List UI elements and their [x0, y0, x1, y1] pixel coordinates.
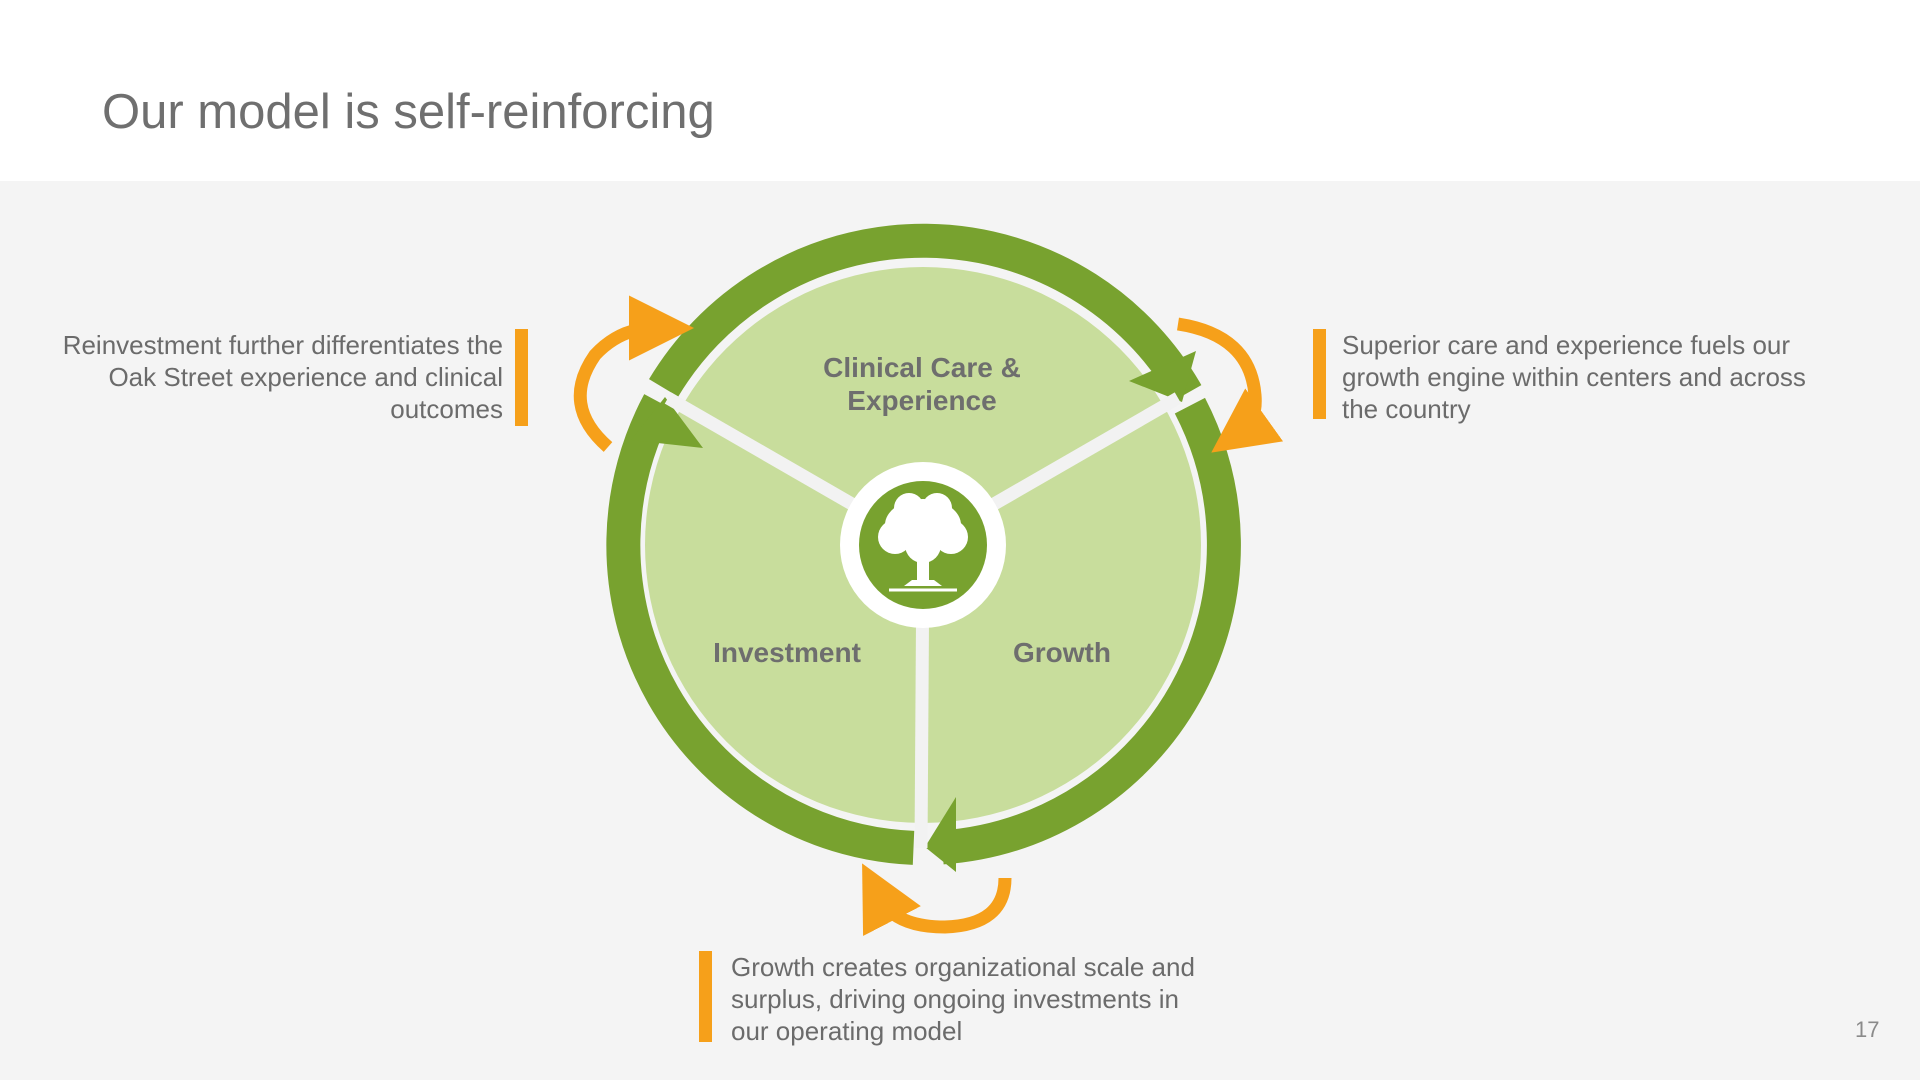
segment-label-investment: Investment [713, 637, 861, 668]
segment-label-clinical-care-line2: Experience [847, 385, 996, 416]
orange-arrow-bottom [862, 863, 1012, 937]
ring-arrowhead-top-right [1129, 351, 1196, 402]
callout-growth: Growth creates organizational scale and … [699, 951, 1201, 1047]
page-number: 17 [1855, 1017, 1880, 1042]
ring-segment-right [941, 397, 1241, 865]
oak-tree-icon [840, 462, 1006, 628]
callout-accent-bar [1313, 329, 1326, 419]
segment-label-growth: Growth [1013, 637, 1111, 668]
callout-accent-bar [515, 329, 528, 426]
slide-title: Our model is self-reinforcing [102, 85, 715, 139]
orange-arrow-left [573, 295, 694, 452]
callout-reinvestment-text: Reinvestment further differentiates the … [62, 330, 503, 424]
ring-segment-top [649, 223, 1202, 402]
callout-superior-care-text: Superior care and experience fuels our g… [1342, 330, 1806, 424]
ring-segment-left [606, 394, 915, 865]
callout-growth-text: Growth creates organizational scale and … [731, 952, 1195, 1046]
callout-accent-bar [699, 951, 712, 1042]
callout-superior-care: Superior care and experience fuels our g… [1313, 329, 1822, 425]
orange-arrow-right [1176, 317, 1284, 453]
segment-label-clinical-care-line1: Clinical Care & [823, 352, 1021, 383]
callout-reinvestment: Reinvestment further differentiates the … [60, 329, 528, 426]
ring-arrowhead-left [631, 397, 703, 448]
ring-arrowhead-bottom [925, 797, 956, 872]
